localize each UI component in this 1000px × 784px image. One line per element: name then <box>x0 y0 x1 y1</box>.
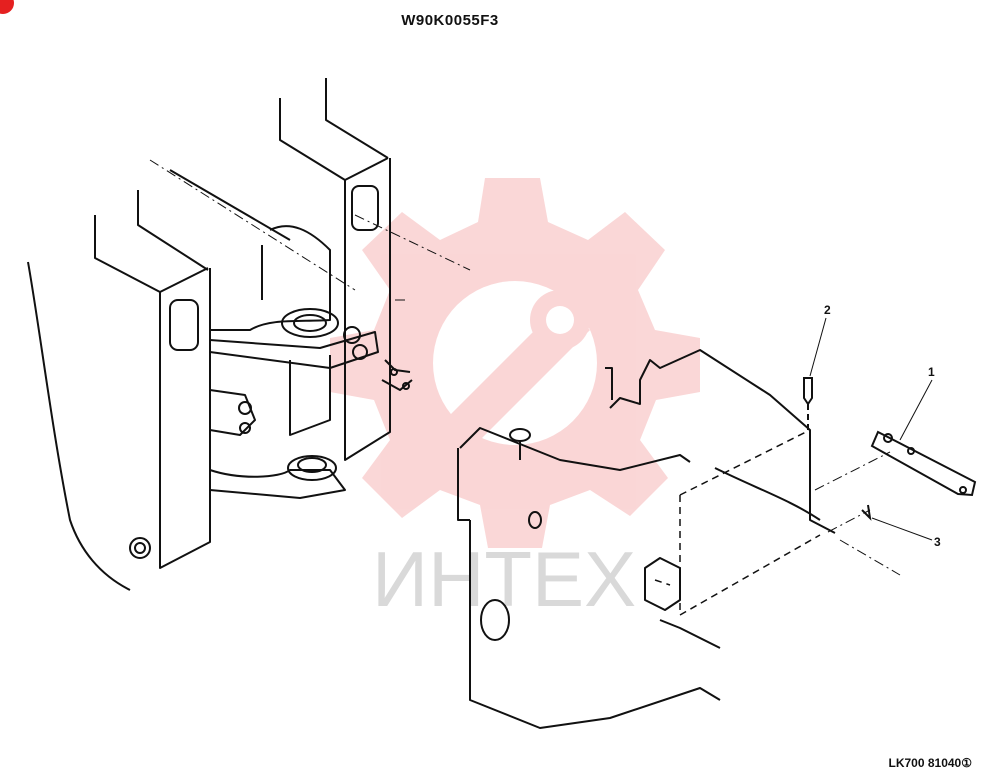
counterweight-bracket <box>457 349 836 729</box>
callout-1: 1 <box>928 365 935 379</box>
corner-mark <box>0 0 14 14</box>
callout-2: 2 <box>824 303 831 317</box>
watermark-gear-icon <box>330 178 700 548</box>
part-2-pin <box>803 377 813 430</box>
callout-3: 3 <box>934 535 941 549</box>
hidden-lines <box>654 429 821 616</box>
watermark-text: ИНТЕХ <box>372 535 636 623</box>
figure-code: LK700 81040① <box>889 756 973 770</box>
leader-lines <box>809 317 933 541</box>
boom-frame-assembly <box>27 78 413 591</box>
figure-code-suffix: ① <box>961 756 972 770</box>
assembly-centerlines <box>814 451 901 576</box>
part-1-plate <box>870 430 977 497</box>
figure-code-text: LK700 81040 <box>888 756 962 770</box>
drawing-title: W90K0055F3 <box>401 12 499 29</box>
centerlines <box>149 159 471 301</box>
part-3-clip <box>861 504 872 521</box>
